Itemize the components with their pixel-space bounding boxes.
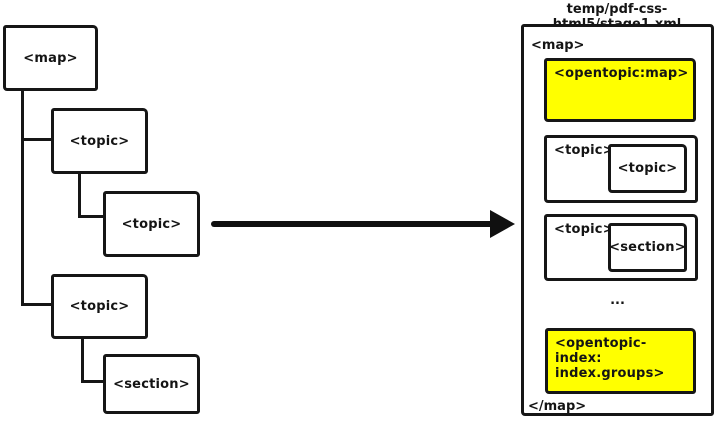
block-topic-topic-outer-label: <topic> bbox=[554, 143, 614, 158]
block-opentopic-map-label: <opentopic:map> bbox=[554, 66, 689, 81]
connector-map-trunk bbox=[21, 90, 24, 306]
connector-topic1-trunk bbox=[78, 173, 81, 218]
transform-arrow-head-icon bbox=[490, 210, 515, 238]
block-opentopic-index: <opentopic-index: index.groups> bbox=[545, 328, 696, 394]
connector-topic3-to-section bbox=[81, 380, 104, 383]
map-open-tag: <map> bbox=[531, 38, 585, 53]
block-topic-topic-inner-label: <topic> bbox=[617, 161, 678, 176]
map-close-tag: </map> bbox=[528, 399, 587, 414]
block-opentopic-map: <opentopic:map> bbox=[544, 58, 696, 122]
tree-node-section-label: <section> bbox=[113, 376, 190, 392]
tree-node-topic-2-label: <topic> bbox=[121, 216, 182, 232]
connector-topic3-trunk bbox=[81, 338, 84, 383]
block-topic-section: <topic> <section> bbox=[544, 214, 698, 281]
connector-topic1-to-topic2 bbox=[78, 215, 104, 218]
tree-node-topic-1: <topic> bbox=[51, 108, 148, 174]
tree-node-topic-3-label: <topic> bbox=[69, 299, 130, 314]
block-opentopic-index-label: <opentopic-index: index.groups> bbox=[555, 336, 686, 381]
block-opentopic-index-label-line2: index.groups> bbox=[555, 366, 665, 381]
block-topic-section-inner: <section> bbox=[608, 223, 687, 272]
tree-node-map: <map> bbox=[3, 25, 98, 91]
connector-map-to-topic1 bbox=[21, 138, 52, 141]
tree-node-topic-2: <topic> bbox=[103, 191, 200, 257]
block-topic-topic-inner: <topic> bbox=[608, 144, 687, 193]
block-topic-section-outer-label: <topic> bbox=[554, 222, 614, 237]
block-topic-section-inner-label: <section> bbox=[609, 240, 686, 255]
block-opentopic-index-label-line1: <opentopic-index: bbox=[555, 336, 647, 366]
output-panel: <map> <opentopic:map> <topic> <topic> <t… bbox=[521, 24, 714, 416]
tree-node-map-label: <map> bbox=[23, 50, 78, 66]
tree-node-topic-3: <topic> bbox=[51, 274, 148, 339]
transform-arrow-shaft bbox=[211, 221, 493, 227]
more-content-ellipsis: ... bbox=[610, 293, 625, 308]
tree-node-topic-1-label: <topic> bbox=[69, 133, 130, 149]
block-topic-topic: <topic> <topic> bbox=[544, 135, 698, 203]
tree-node-section: <section> bbox=[103, 354, 200, 414]
connector-map-to-topic3 bbox=[21, 303, 52, 306]
